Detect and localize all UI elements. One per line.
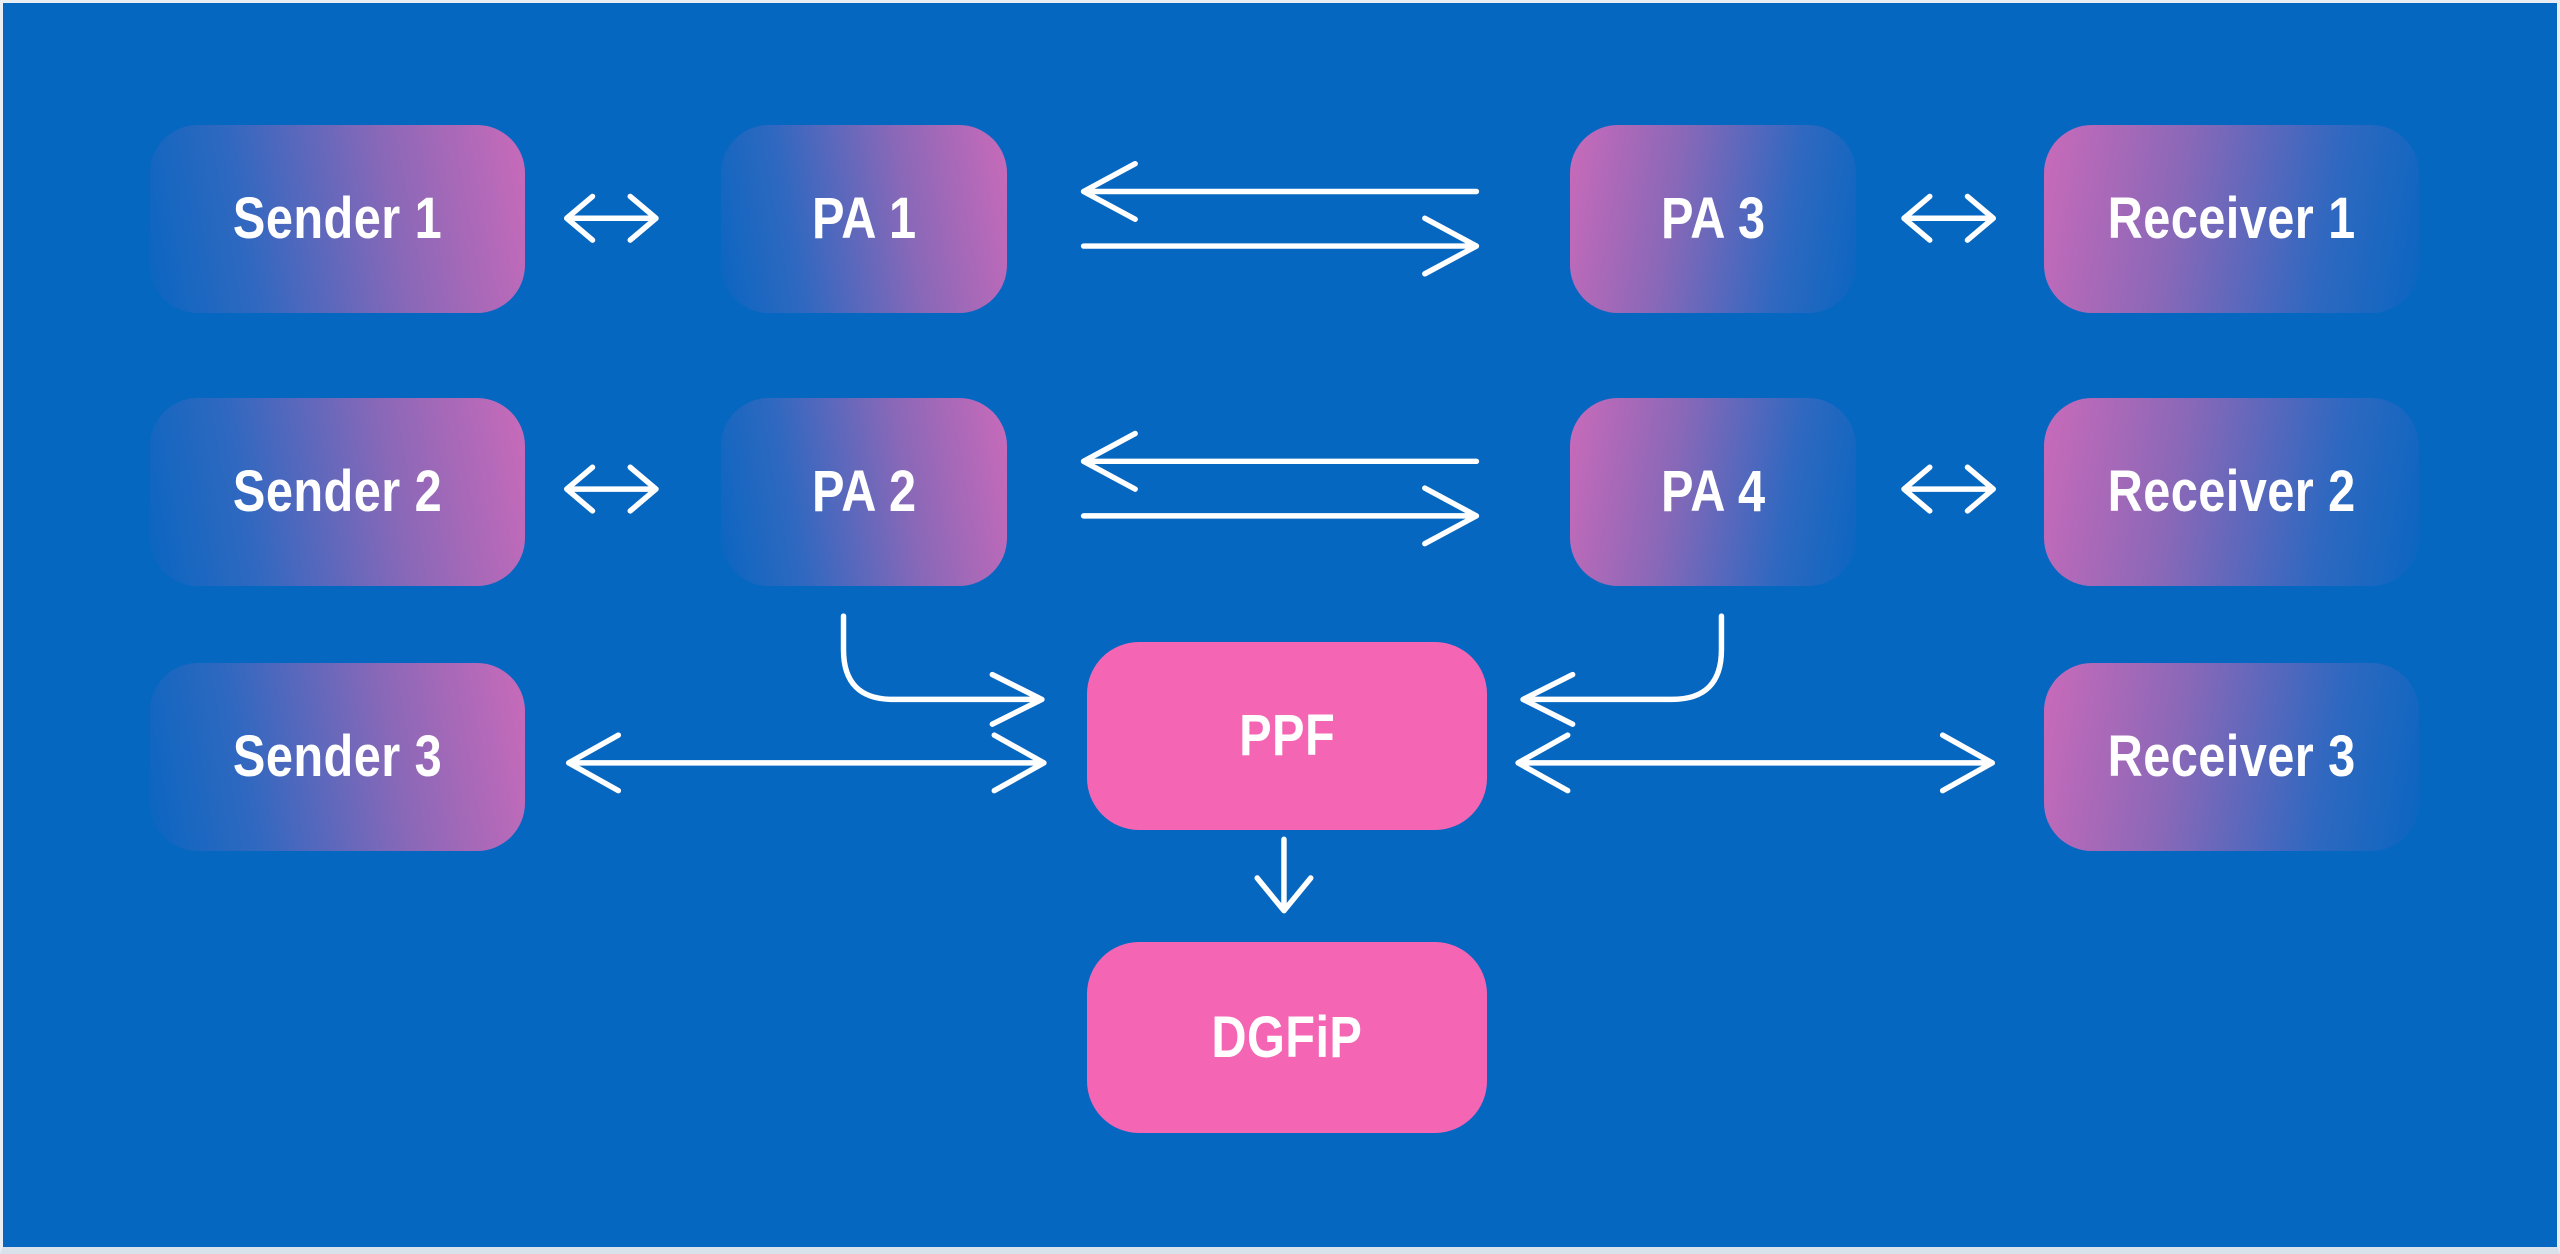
arrow-pa4-to-ppf-curve <box>1520 613 1725 727</box>
node-dgfip-label: DGFiP <box>1211 1004 1363 1070</box>
arrow-pa1-to-pa3 <box>1080 215 1480 277</box>
node-ppf-label: PPF <box>1238 703 1336 768</box>
node-pa-2-label: PA 2 <box>811 459 917 524</box>
arrow-sender2-pa2 <box>564 464 659 514</box>
node-sender-1: Sender 1 <box>150 125 525 313</box>
node-receiver-1-label: Receiver 1 <box>2107 186 2356 251</box>
arrow-pa2-to-pa4 <box>1080 485 1480 547</box>
node-sender-3-label: Sender 3 <box>232 724 443 789</box>
node-pa-3-label: PA 3 <box>1660 186 1766 251</box>
node-sender-3: Sender 3 <box>150 663 525 851</box>
arrow-pa4-receiver2 <box>1901 464 1996 514</box>
node-sender-2-label: Sender 2 <box>232 459 443 524</box>
arrow-sender3-ppf <box>565 732 1047 794</box>
arrow-pa2-to-ppf-curve <box>840 613 1045 727</box>
node-receiver-1: Receiver 1 <box>2044 125 2419 313</box>
arrow-ppf-to-dgfip <box>1254 836 1314 914</box>
node-pa-1: PA 1 <box>721 125 1007 313</box>
arrow-pa3-to-pa1 <box>1080 160 1480 222</box>
node-pa-3: PA 3 <box>1570 125 1856 313</box>
node-receiver-3-label: Receiver 3 <box>2107 724 2356 789</box>
node-ppf: PPF <box>1087 642 1487 830</box>
arrow-pa3-receiver1 <box>1901 193 1996 243</box>
arrow-pa4-to-pa2 <box>1080 430 1480 492</box>
node-receiver-2-label: Receiver 2 <box>2107 459 2356 524</box>
arrow-ppf-receiver3 <box>1515 732 1996 794</box>
node-dgfip: DGFiP <box>1087 942 1487 1133</box>
arrow-sender1-pa1 <box>564 193 659 243</box>
node-receiver-2: Receiver 2 <box>2044 398 2419 586</box>
node-pa-4: PA 4 <box>1570 398 1856 586</box>
node-pa-2: PA 2 <box>721 398 1007 586</box>
node-pa-4-label: PA 4 <box>1660 459 1766 524</box>
node-sender-2: Sender 2 <box>150 398 525 586</box>
node-receiver-3: Receiver 3 <box>2044 663 2419 851</box>
node-sender-1-label: Sender 1 <box>232 186 443 251</box>
node-pa-1-label: PA 1 <box>811 186 917 251</box>
